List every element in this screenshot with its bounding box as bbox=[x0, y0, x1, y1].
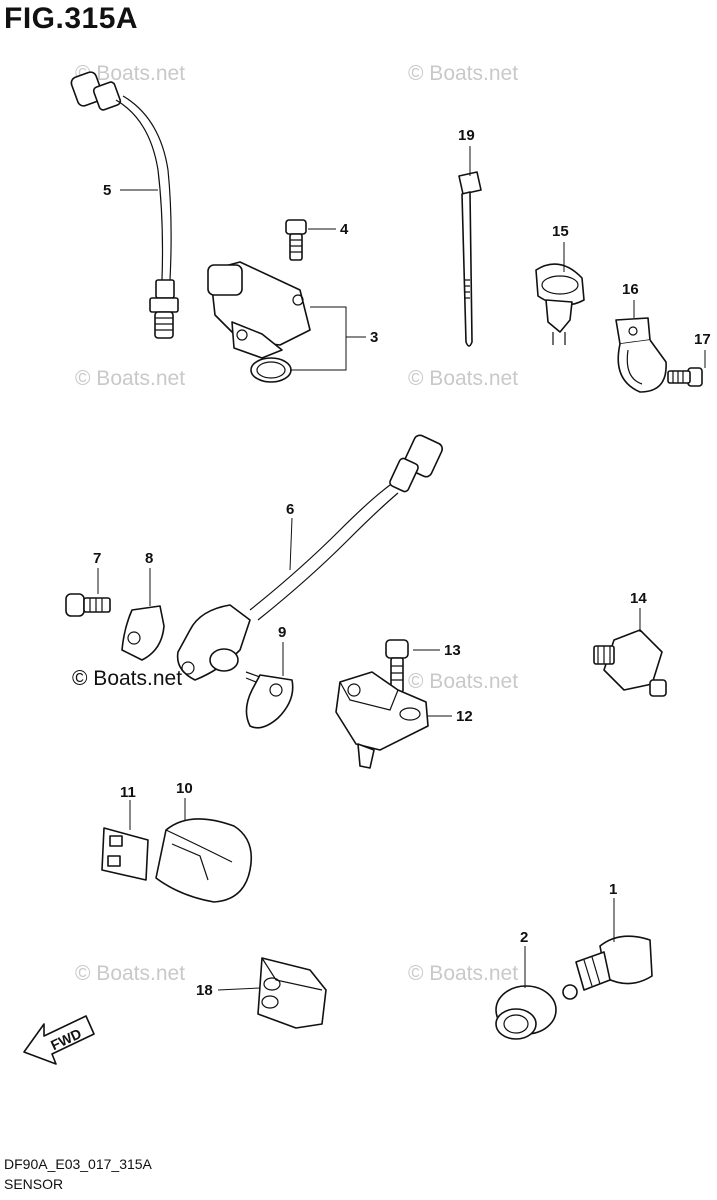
callout-17[interactable]: 17 bbox=[694, 331, 711, 348]
watermark: © Boats.net bbox=[408, 367, 518, 390]
callout-9[interactable]: 9 bbox=[278, 624, 286, 641]
part-16-clamp[interactable] bbox=[615, 317, 667, 393]
part-7-bolt[interactable] bbox=[65, 593, 111, 617]
part-12-cmp-sensor[interactable] bbox=[335, 671, 429, 769]
callout-18[interactable]: 18 bbox=[196, 982, 213, 999]
leader-lines bbox=[97, 146, 706, 991]
part-2-grommet[interactable] bbox=[495, 985, 557, 1040]
part-5-sensor-lead[interactable] bbox=[70, 70, 179, 339]
watermark-layer: © Boats.net © Boats.net © Boats.net © Bo… bbox=[72, 62, 518, 985]
callout-10[interactable]: 10 bbox=[176, 780, 193, 797]
fwd-label: FWD bbox=[48, 1025, 84, 1053]
part-14-knock-sensor[interactable] bbox=[593, 629, 667, 697]
footer-model-code: DF90A_E03_017_315A bbox=[4, 1156, 152, 1172]
callout-4[interactable]: 4 bbox=[340, 221, 349, 238]
callout-8[interactable]: 8 bbox=[145, 550, 153, 567]
watermark: © Boats.net bbox=[75, 367, 185, 390]
watermark: © Boats.net bbox=[408, 62, 518, 85]
callout-15[interactable]: 15 bbox=[552, 223, 569, 240]
watermark-prominent: © Boats.net bbox=[72, 667, 182, 690]
part-17-bolt[interactable] bbox=[667, 367, 703, 387]
watermark: © Boats.net bbox=[75, 62, 185, 85]
watermark: © Boats.net bbox=[408, 962, 518, 985]
watermark: © Boats.net bbox=[408, 670, 518, 693]
part-6-cps-harness[interactable] bbox=[176, 433, 445, 681]
part-1-temp-switch[interactable] bbox=[562, 935, 653, 1000]
callout-5[interactable]: 5 bbox=[103, 182, 111, 199]
part-3-map-sensor[interactable] bbox=[207, 261, 311, 383]
part-11-grommet[interactable] bbox=[101, 827, 149, 881]
callout-19[interactable]: 19 bbox=[458, 127, 475, 144]
callout-13[interactable]: 13 bbox=[444, 642, 461, 659]
part-4-bolt[interactable] bbox=[285, 219, 307, 261]
callout-2[interactable]: 2 bbox=[520, 929, 528, 946]
part-13-bolt[interactable] bbox=[385, 639, 409, 693]
footer-section-name: SENSOR bbox=[4, 1176, 64, 1192]
callout-14[interactable]: 14 bbox=[630, 590, 647, 607]
callout-16[interactable]: 16 bbox=[622, 281, 639, 298]
callout-numbers: 5 4 3 19 15 16 17 6 7 8 9 13 12 14 10 11… bbox=[93, 127, 711, 999]
callout-11[interactable]: 11 bbox=[120, 784, 136, 801]
callout-7[interactable]: 7 bbox=[93, 550, 101, 567]
part-10-cover[interactable] bbox=[155, 818, 253, 903]
part-8-spacer[interactable] bbox=[121, 605, 165, 661]
callout-6[interactable]: 6 bbox=[286, 501, 294, 518]
part-9-spacer[interactable] bbox=[245, 671, 294, 729]
part-19-cable-tie[interactable] bbox=[458, 171, 482, 347]
part-18-cushion[interactable] bbox=[257, 957, 327, 1029]
fwd-arrow: FWD bbox=[23, 1015, 95, 1065]
part-15-clip[interactable] bbox=[535, 263, 585, 345]
watermark: © Boats.net bbox=[75, 962, 185, 985]
callout-12[interactable]: 12 bbox=[456, 708, 473, 725]
figure-title: FIG.315A bbox=[4, 2, 139, 35]
callout-1[interactable]: 1 bbox=[609, 881, 617, 898]
callout-3[interactable]: 3 bbox=[370, 329, 378, 346]
